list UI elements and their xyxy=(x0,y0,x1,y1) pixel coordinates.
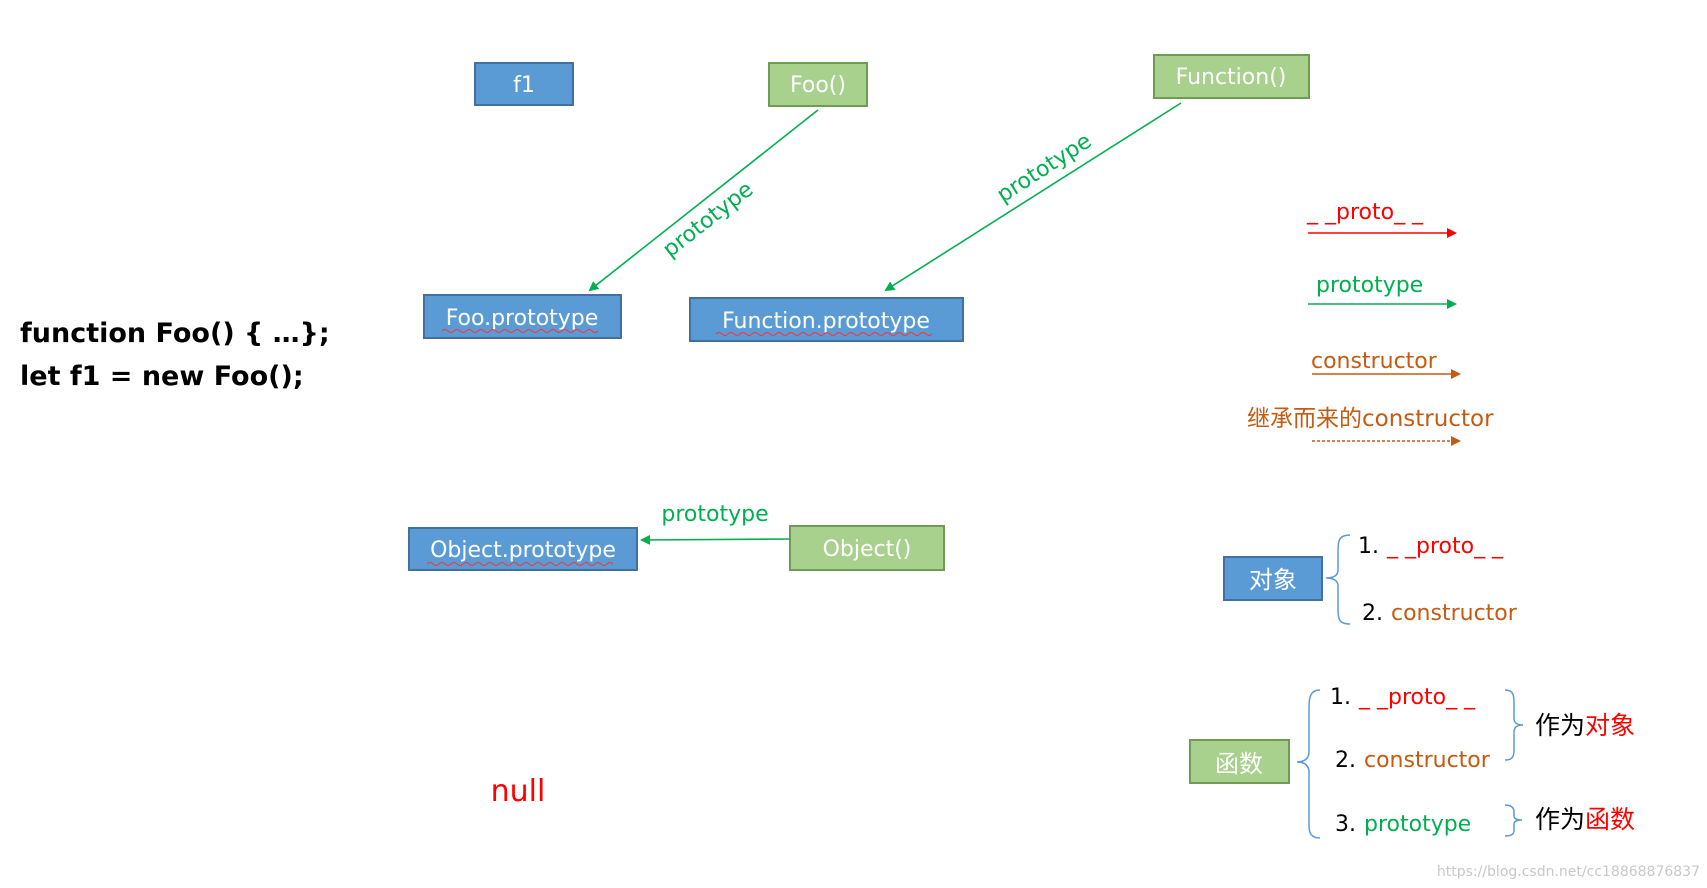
node-function-label: Function() xyxy=(1176,65,1287,90)
legend: _ _proto_ _ prototype constructor 继承而来的c… xyxy=(1247,200,1494,446)
node-object-constructor: Object() xyxy=(789,525,945,571)
legend-prototype-label: prototype xyxy=(1316,273,1423,298)
edge-function-prototype-line xyxy=(884,102,1182,292)
code-line-2: let f1 = new Foo(); xyxy=(20,361,304,392)
node-foo-prototype-label: Foo.prototype xyxy=(446,306,599,331)
object-group-item-2: 2.constructor xyxy=(1362,601,1518,626)
legend-inherited-label: 继承而来的constructor xyxy=(1247,406,1494,432)
node-object-prototype: Object.prototype xyxy=(408,527,638,571)
object-group-label: 对象 xyxy=(1249,566,1297,594)
function-group-item-1: 1._ _proto_ _ xyxy=(1330,685,1476,710)
edge-foo-prototype-line xyxy=(588,109,819,292)
code-line-1: function Foo() { …}; xyxy=(20,318,330,349)
edge-object-prototype-line xyxy=(640,534,791,545)
node-null: null xyxy=(491,774,546,809)
function-group-item-2: 2.constructor xyxy=(1335,748,1491,773)
as-object-label: 作为对象 xyxy=(1535,711,1635,740)
node-foo-prototype: Foo.prototype xyxy=(423,294,622,339)
as-object-brace xyxy=(1504,689,1524,761)
function-group-item-3: 3.prototype xyxy=(1335,812,1471,837)
node-function-prototype: Function.prototype xyxy=(689,297,964,342)
node-function-prototype-label: Function.prototype xyxy=(722,309,930,334)
as-function-brace xyxy=(1504,804,1523,837)
object-group-item-1: 1._ _proto_ _ xyxy=(1358,534,1504,559)
node-foo-label: Foo() xyxy=(790,73,846,98)
legend-constructor-label: constructor xyxy=(1311,349,1438,374)
node-object-prototype-label: Object.prototype xyxy=(430,538,616,563)
node-function-constructor: Function() xyxy=(1153,54,1310,99)
object-group: 对象 1._ _proto_ _ 2.constructor xyxy=(1223,534,1518,626)
node-f1-label: f1 xyxy=(513,73,535,98)
function-group: 函数 1._ _proto_ _ 2.constructor 3.prototy… xyxy=(1189,685,1635,839)
function-group-brace xyxy=(1296,689,1321,839)
watermark: https://blog.csdn.net/cc18868876837 xyxy=(1437,864,1700,880)
node-object-label: Object() xyxy=(823,537,912,562)
node-foo-constructor: Foo() xyxy=(768,62,868,107)
edge-foo-prototype-label: prototype xyxy=(658,177,758,263)
edge-function-prototype-label: prototype xyxy=(993,129,1097,208)
function-group-label: 函数 xyxy=(1215,750,1263,778)
edge-object-prototype-label: prototype xyxy=(661,502,768,527)
node-f1: f1 xyxy=(474,62,574,106)
legend-proto-label: _ _proto_ _ xyxy=(1306,200,1424,225)
object-group-brace xyxy=(1325,534,1351,625)
as-function-label: 作为函数 xyxy=(1535,805,1635,834)
